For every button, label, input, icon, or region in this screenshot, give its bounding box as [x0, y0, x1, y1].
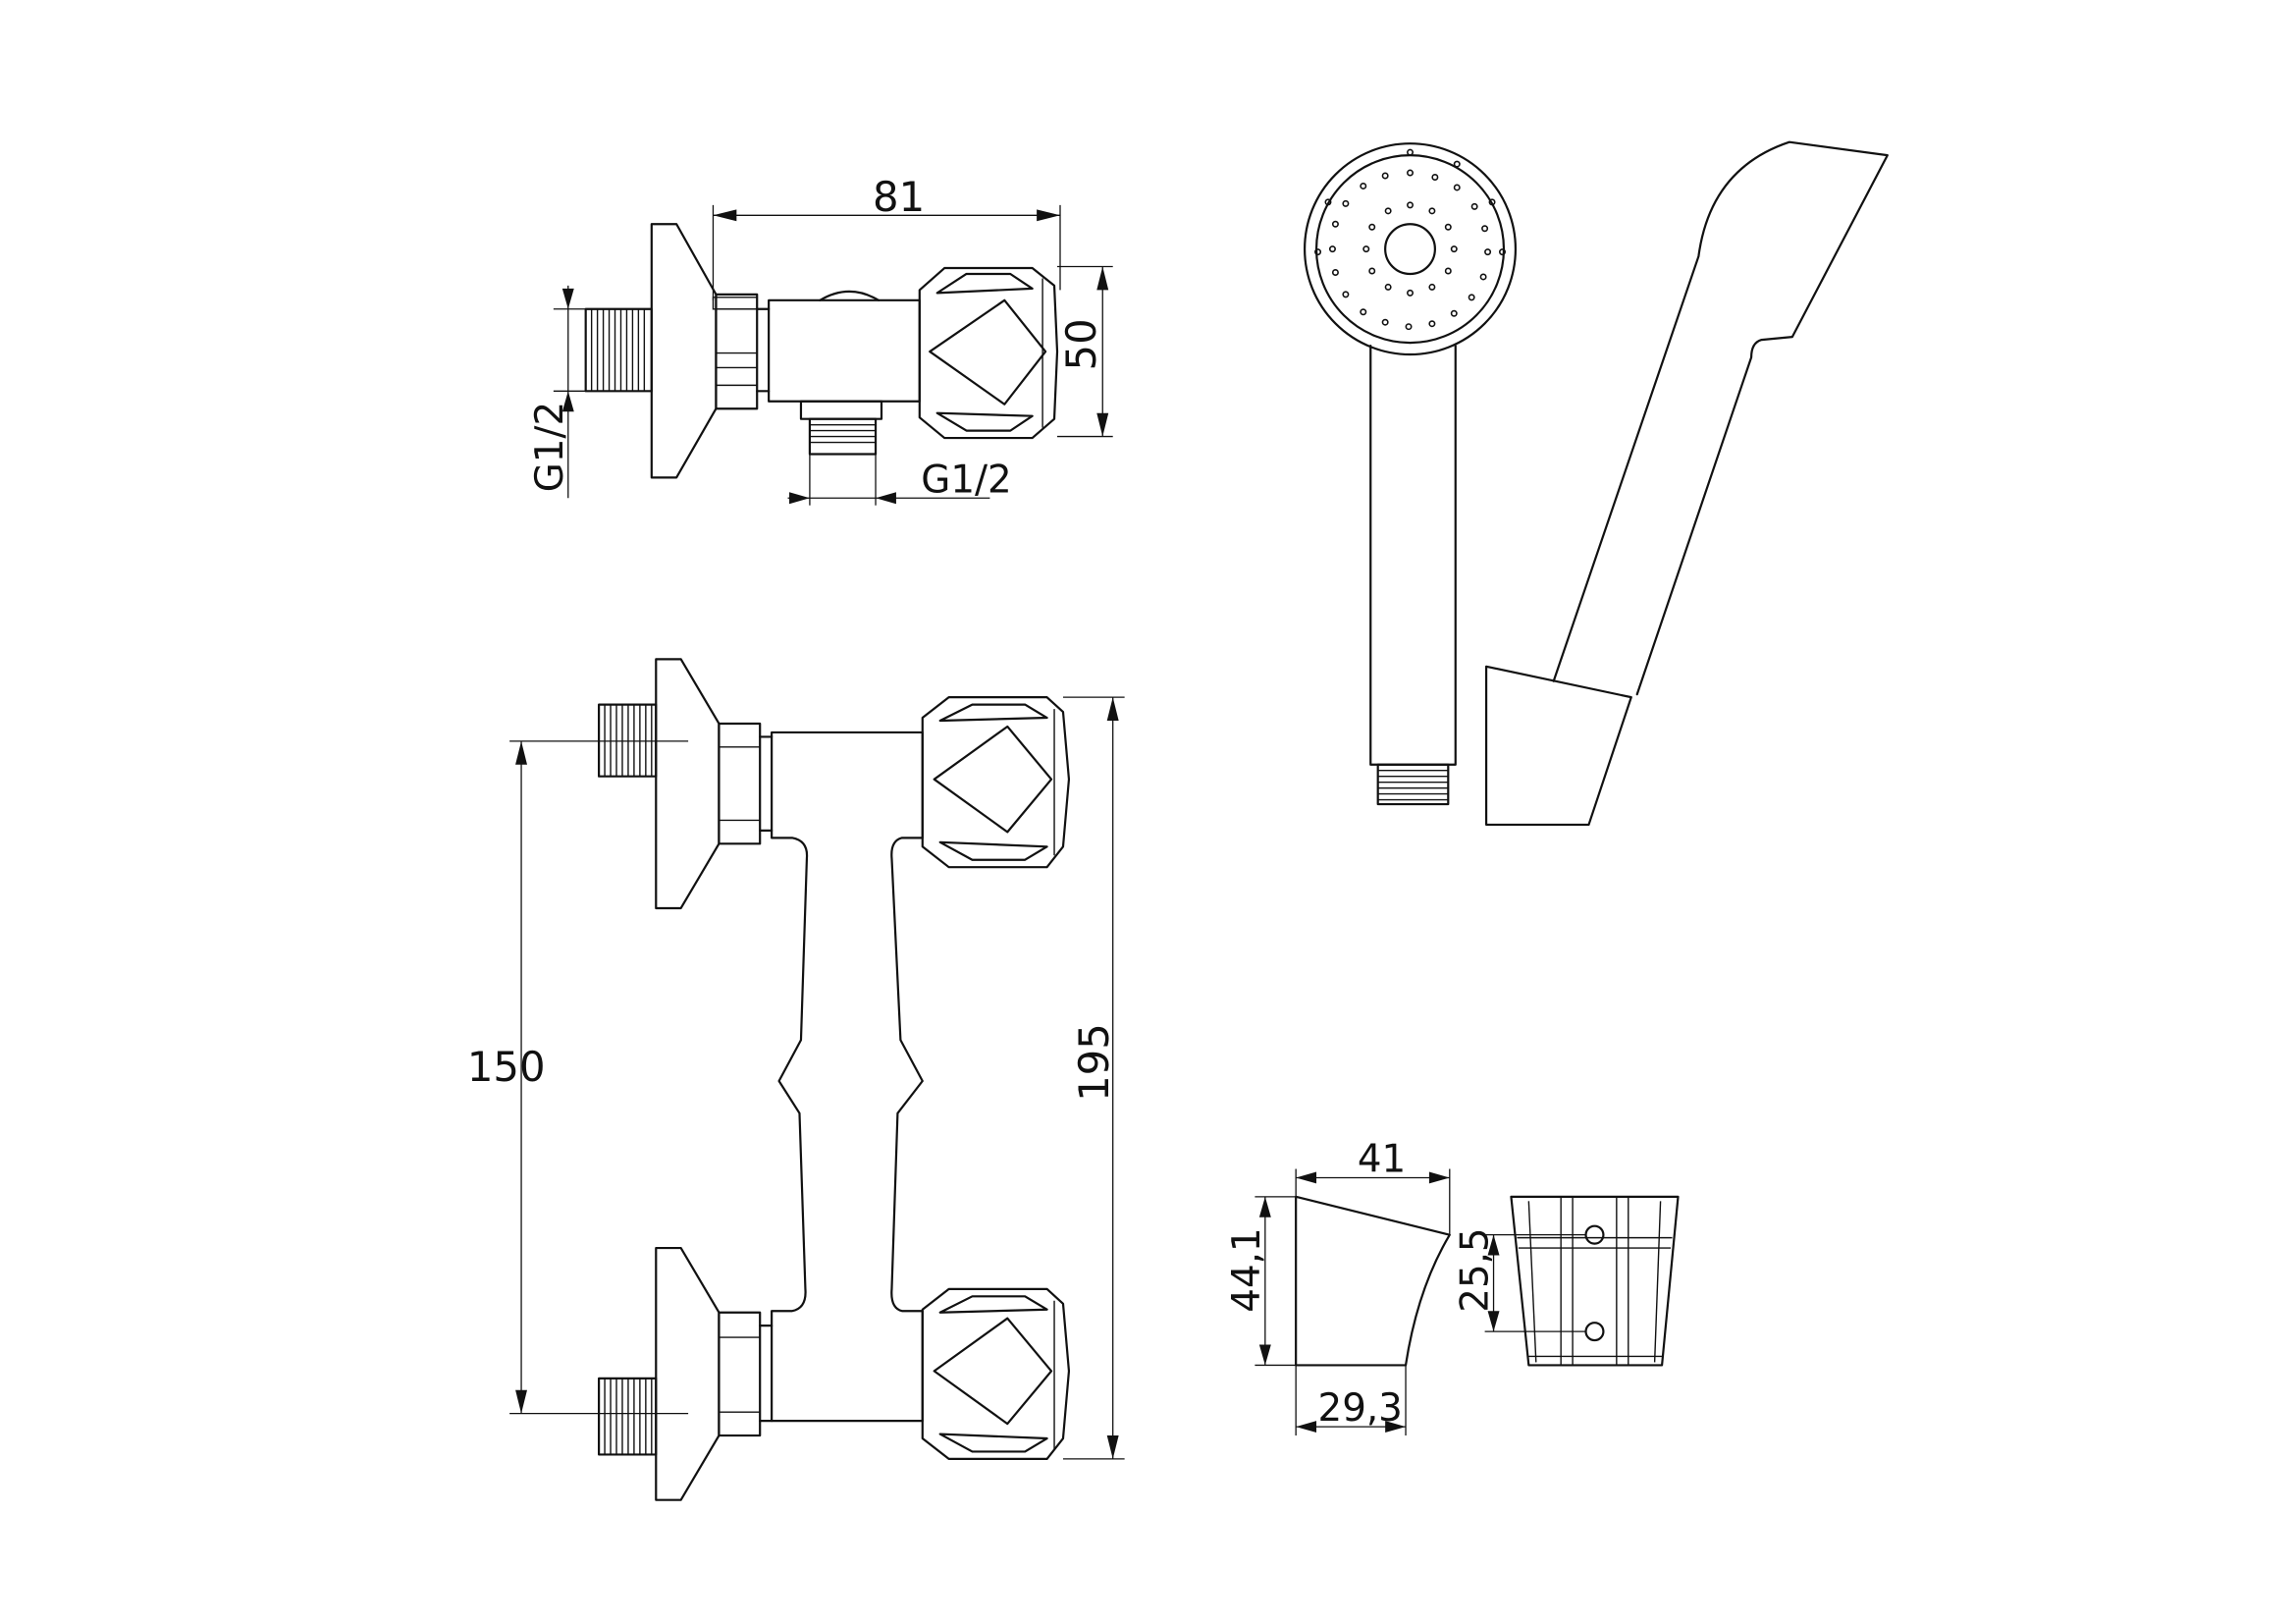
dim-holder-height: 44,1	[1225, 1227, 1269, 1312]
dim-front-centers: 150	[467, 1043, 546, 1091]
dim-front-height: 195	[1070, 1023, 1118, 1102]
dim-thread-inlet: G1/2	[528, 402, 572, 492]
spray-nozzles	[1315, 149, 1505, 329]
dim-thread-outlet: G1/2	[921, 458, 1011, 502]
holder-detail-side	[1255, 1169, 1449, 1436]
dim-holder-hole-pitch: 25,5	[1454, 1227, 1498, 1312]
hand-shower	[1305, 143, 1516, 804]
shower-holder-side	[1486, 142, 1888, 825]
mixer-front-view	[509, 659, 1125, 1499]
dim-holder-base: 29,3	[1318, 1386, 1403, 1431]
holder-detail-front	[1485, 1197, 1679, 1366]
mixer-top-view	[554, 205, 1113, 506]
dim-holder-width: 41	[1358, 1137, 1406, 1181]
dim-top-width: 81	[873, 173, 925, 221]
dim-top-height: 50	[1057, 318, 1105, 370]
